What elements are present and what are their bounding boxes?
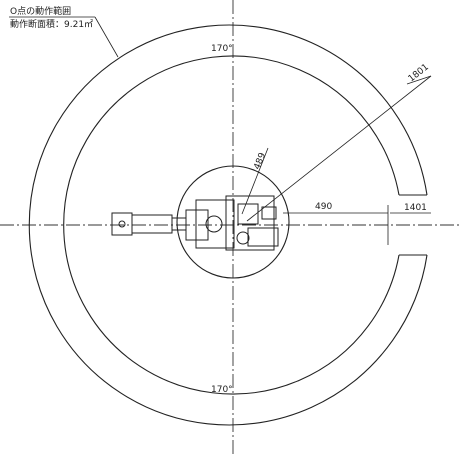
dimension-line-489 bbox=[241, 147, 269, 215]
base-rotation-circle bbox=[176, 165, 290, 279]
dimension-label-1401: 1401 bbox=[404, 203, 427, 213]
title-leader-diagonal bbox=[94, 16, 119, 58]
dimension-line-1801 bbox=[246, 75, 432, 222]
title-line-1: O点の動作範囲 bbox=[10, 5, 71, 17]
title-line-2: 動作断面積：9.21㎡ bbox=[10, 18, 93, 30]
angle-label-top: 170° bbox=[211, 44, 233, 54]
dimension-label-490: 490 bbox=[315, 202, 332, 212]
dimension-1801-extension bbox=[406, 75, 432, 85]
angle-label-bottom: 170° bbox=[211, 385, 233, 395]
dimension-label-1801: 1801 bbox=[407, 62, 431, 84]
inner-range-arc bbox=[63, 55, 400, 395]
outer-range-arc bbox=[28, 24, 428, 426]
robot-top-view bbox=[111, 195, 279, 251]
